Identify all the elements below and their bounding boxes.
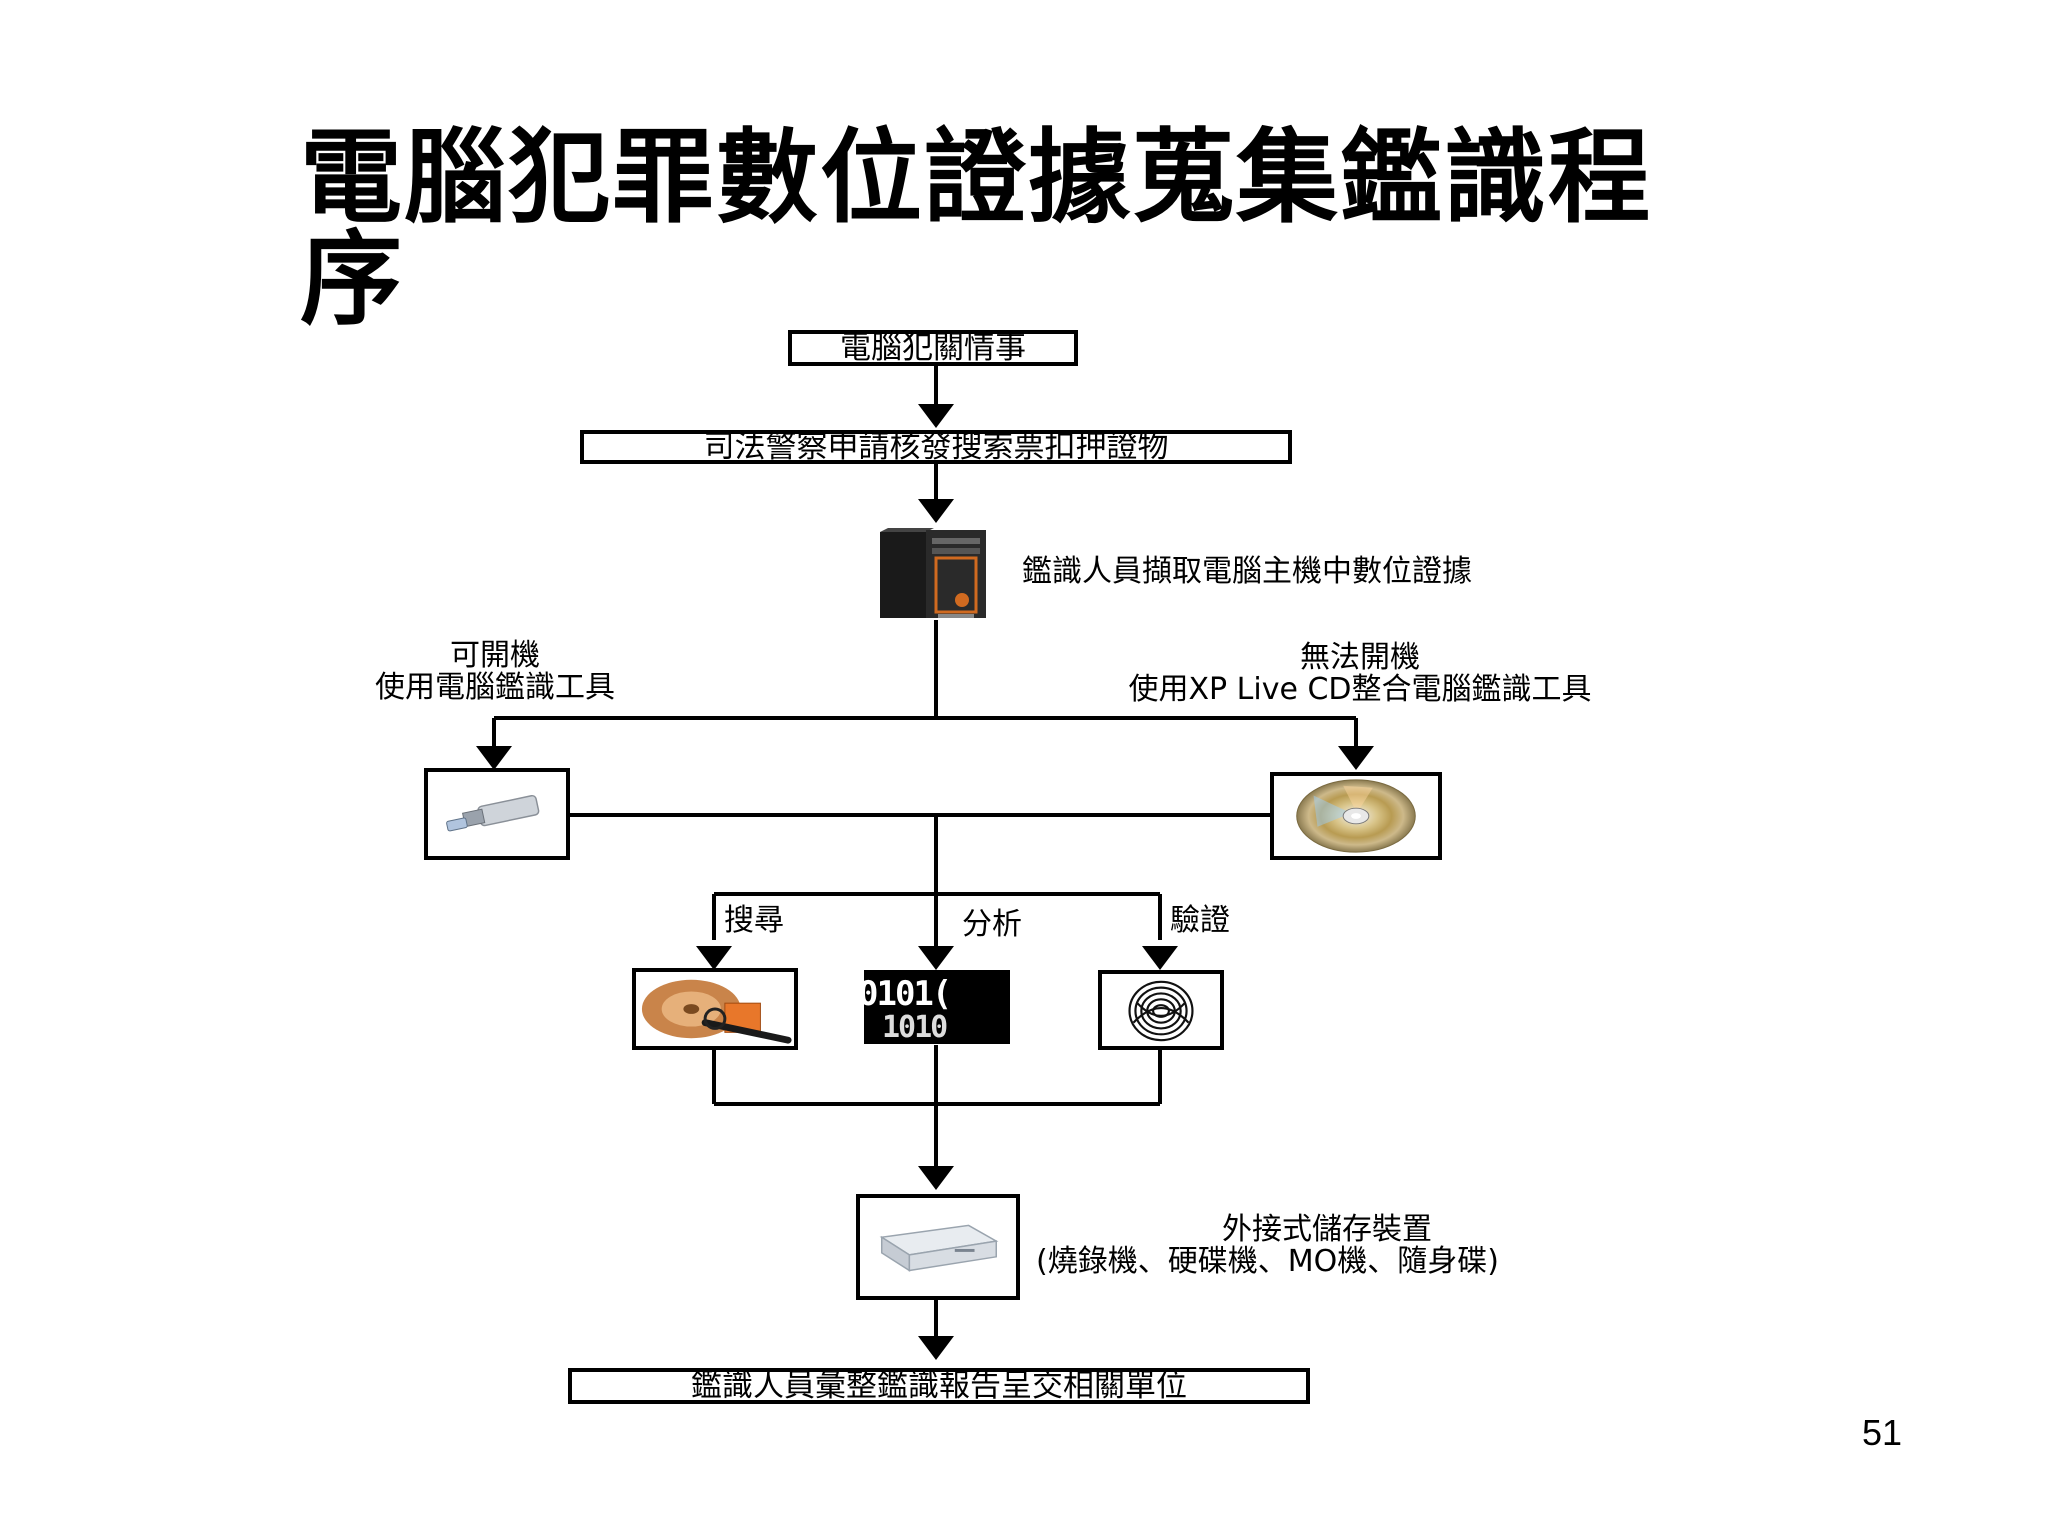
step-incident-box: 電腦犯關情事 [788, 330, 1078, 366]
step-report-box: 鑑識人員彙整鑑識報告呈交相關單位 [568, 1368, 1310, 1404]
branch-unbootable-line1: 無法開機 [1300, 640, 1420, 675]
search-tool-box [632, 968, 798, 1050]
magnifier-disc-icon [641, 979, 792, 1044]
arrowhead [918, 1336, 954, 1360]
page-number: 51 [1862, 1412, 1903, 1453]
binary-row-1: 0101( [864, 974, 952, 1014]
cd-disc-box [1270, 772, 1442, 860]
arrowhead [696, 946, 732, 970]
slide-title: 電腦犯罪數位證據蒐集鑑識程序 [300, 119, 1652, 340]
binary-code-image: 0101( 1010 [864, 970, 1010, 1044]
step-report-label: 鑑識人員彙整鑑識報告呈交相關單位 [691, 1368, 1187, 1404]
cd-disc-icon [1296, 779, 1416, 853]
arrowhead [918, 499, 954, 523]
branch-bootable-label: 可開機 使用電腦鑑識工具 [300, 640, 690, 703]
usb-drive-icon [446, 794, 540, 832]
branch-unbootable-line2: 使用XP Live CD整合電腦鑑識工具 [1128, 671, 1592, 707]
arrowhead [918, 1166, 954, 1190]
step-incident-label: 電腦犯關情事 [840, 330, 1026, 366]
computer-tower-icon [878, 528, 990, 620]
arrowhead [476, 746, 512, 770]
arrowhead [918, 404, 954, 428]
branch-bootable-line1: 可開機 [450, 638, 540, 673]
storage-line1: 外接式儲存裝置 [1222, 1212, 1432, 1247]
arrowhead [1142, 946, 1178, 970]
branch-unbootable-label: 無法開機 使用XP Live CD整合電腦鑑識工具 [1010, 642, 1710, 705]
search-label: 搜尋 [724, 903, 784, 938]
step-extract-label: 鑑識人員擷取電腦主機中數位證據 [1022, 554, 1472, 589]
arrowhead [918, 946, 954, 970]
usb-drive-box [424, 768, 570, 860]
storage-device-box [856, 1194, 1020, 1300]
storage-line2: (燒錄機、硬碟機、MO機、隨身碟) [1036, 1243, 1499, 1279]
analyze-label: 分析 [962, 907, 1022, 942]
step-warrant-label: 司法警察申請核發搜索票扣押證物 [703, 430, 1169, 464]
step-warrant-box: 司法警察申請核發搜索票扣押證物 [580, 430, 1292, 464]
arrowhead [1338, 746, 1374, 770]
branch-bootable-line2: 使用電腦鑑識工具 [375, 669, 615, 705]
external-drive-icon [879, 1224, 999, 1272]
storage-label: 外接式儲存裝置 (燒錄機、硬碟機、MO機、隨身碟) [1036, 1214, 1736, 1277]
fingerprint-box [1098, 970, 1224, 1050]
verify-label: 驗證 [1170, 903, 1230, 938]
binary-row-2: 1010 [882, 1010, 948, 1044]
fingerprint-icon [1128, 980, 1194, 1042]
